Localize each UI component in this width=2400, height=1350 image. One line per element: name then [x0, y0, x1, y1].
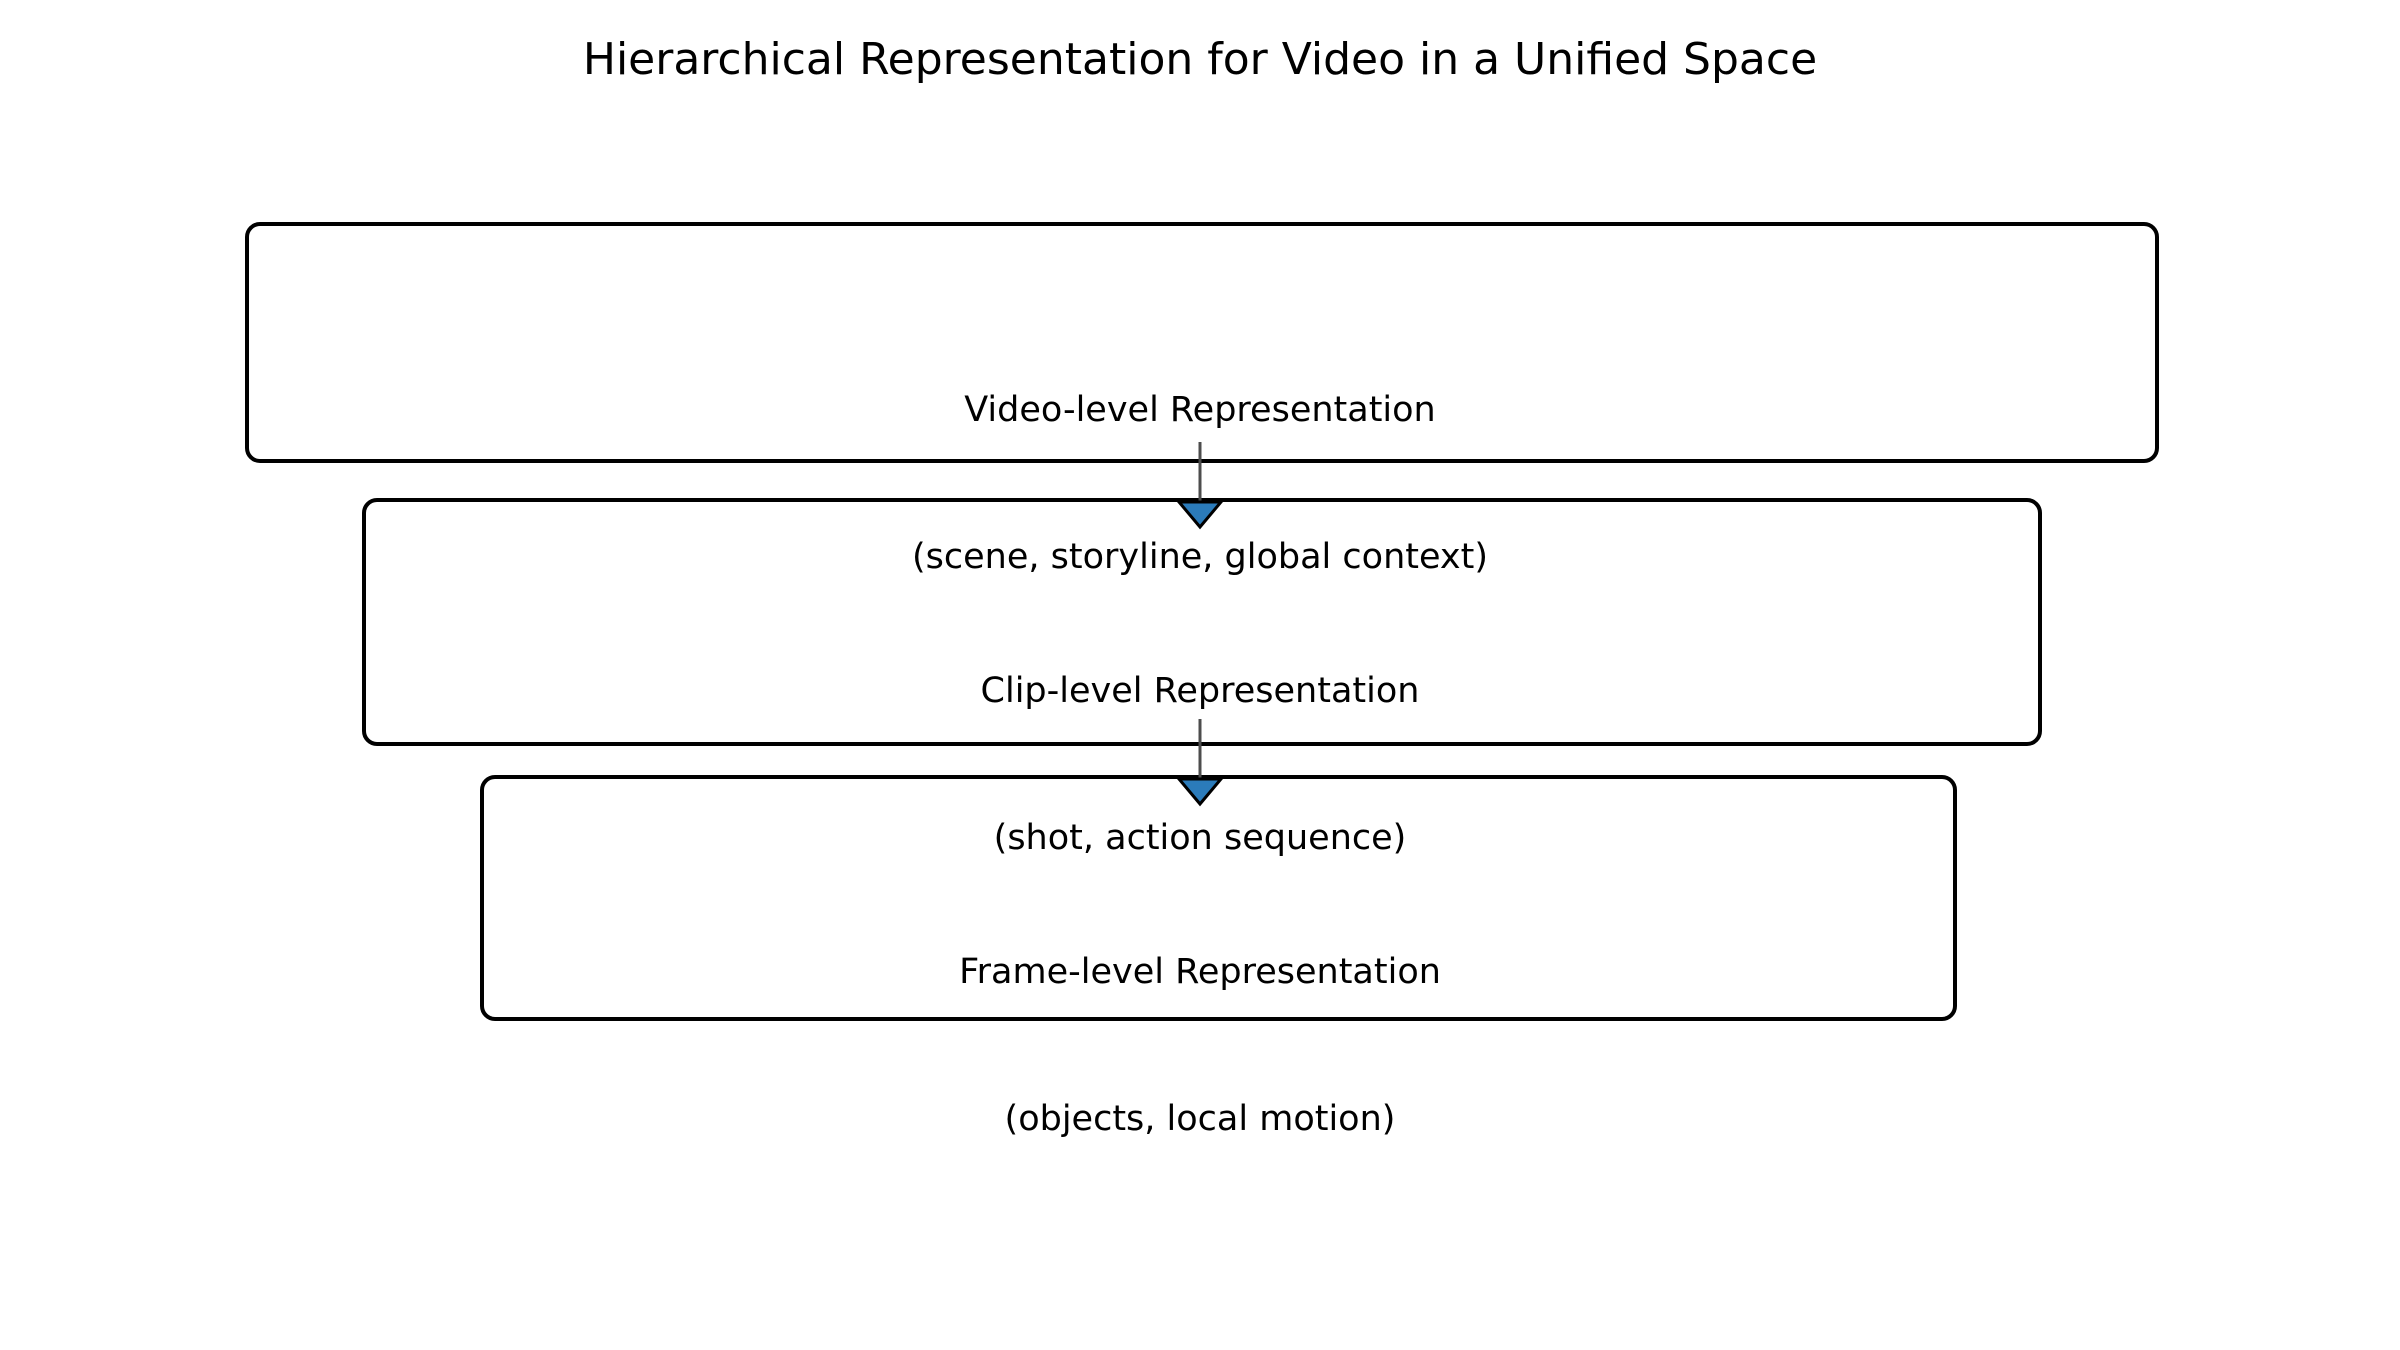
- node-box-clip-level[interactable]: [362, 498, 2042, 746]
- arrow-head-down-icon: [1175, 500, 1225, 530]
- edge-video-to-clip-arrow: [1175, 442, 1225, 530]
- arrow-head-down-icon: [1175, 777, 1225, 807]
- edge-clip-to-frame-arrow: [1175, 719, 1225, 807]
- node-label-frame-level-line2: (objects, local motion): [1004, 1099, 1396, 1139]
- node-box-video-level[interactable]: [245, 222, 2159, 463]
- node-box-frame-level[interactable]: [480, 775, 1957, 1021]
- page-title: Hierarchical Representation for Video in…: [582, 34, 1818, 85]
